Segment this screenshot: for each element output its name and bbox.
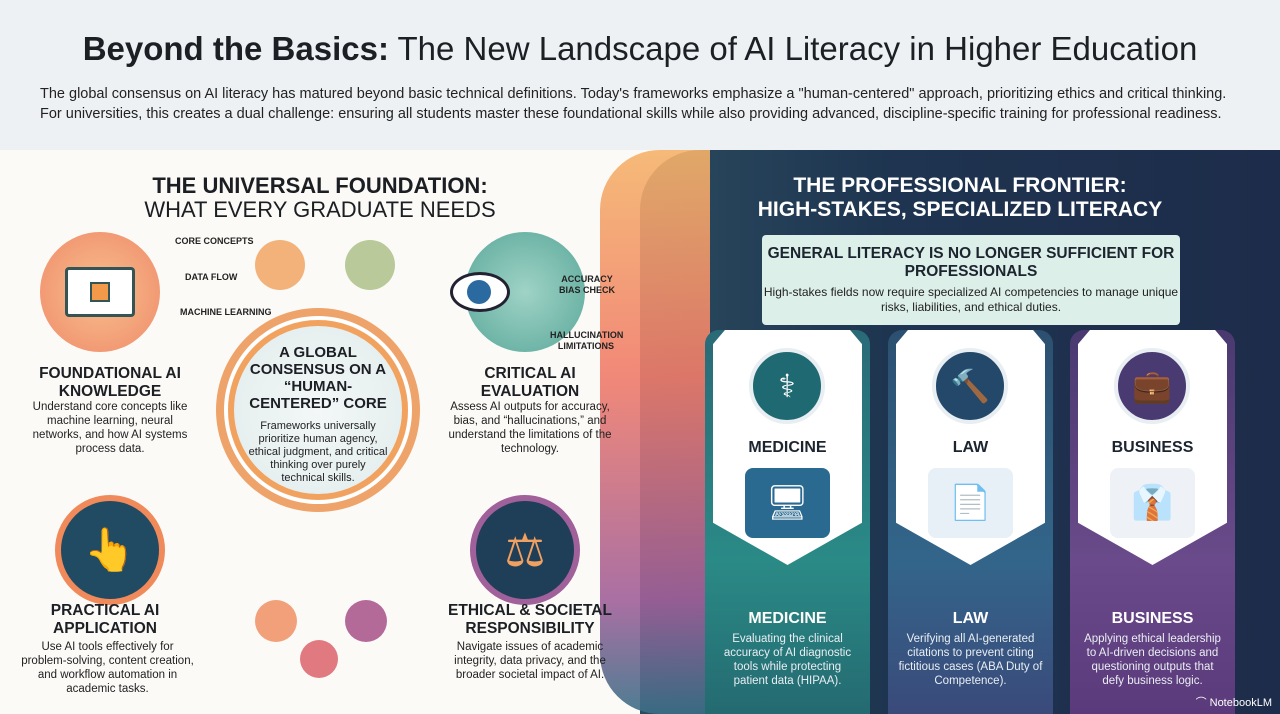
eye-icon <box>450 232 585 352</box>
callout-heading: GENERAL LITERACY IS NO LONGER SUFFICIENT… <box>767 245 1175 280</box>
card-title: MEDICINE <box>748 610 827 627</box>
card-title: BUSINESS <box>1111 610 1194 627</box>
card-text: Evaluating the clinical accuracy of AI d… <box>723 633 852 687</box>
card-label: MEDICINE <box>748 439 827 456</box>
node-title: ETHICAL & SOCIETAL RESPONSIBILITY <box>448 602 612 637</box>
ai-diagnostic-monitor-illustration: 🖥 <box>745 468 830 538</box>
node-text: Navigate issues of academic integrity, d… <box>454 641 606 681</box>
node-text: Use AI tools effectively for problem-sol… <box>21 641 194 695</box>
callout-text: High-stakes fields now require specializ… <box>763 285 1179 314</box>
branch-knob <box>255 600 297 642</box>
card-label: BUSINESS <box>1111 439 1194 456</box>
notebooklm-watermark: ⌒ NotebookLM <box>1195 697 1272 709</box>
book-chip-icon <box>40 232 160 352</box>
label-core-concepts: CORE CONCEPTS <box>175 236 254 246</box>
label-accuracy-bias-check: ACCURACY BIAS CHECK <box>558 274 615 295</box>
gavel-icon: 🔨 <box>932 348 1008 424</box>
node-text: Assess AI outputs for accuracy, bias, an… <box>448 401 612 455</box>
label-machine-learning: MACHINE LEARNING <box>180 307 272 317</box>
page-title: Beyond the Basics: The New Landscape of … <box>82 30 1198 67</box>
branch-knob <box>255 240 305 290</box>
header <box>0 0 1280 150</box>
label-data-flow: DATA FLOW <box>185 272 238 282</box>
caduceus-icon: ⚕ <box>749 348 825 424</box>
label-hallucination-limitations: HALLUCINATION LIMITATIONS <box>550 330 624 351</box>
node-title: FOUNDATIONAL AI KNOWLEDGE <box>39 365 181 400</box>
human-centered-core: A GLOBAL CONSENSUS ON A “HUMAN-CENTERED”… <box>228 320 408 500</box>
card-title: LAW <box>952 610 989 627</box>
card-medicine: ⚕ MEDICINE 🖥 MEDICINE Evaluating the cli… <box>705 330 870 714</box>
node-title: PRACTICAL AI APPLICATION <box>50 602 160 637</box>
scales-icon: ⚖ <box>470 495 580 605</box>
card-text: Verifying all AI-generated citations to … <box>898 633 1043 687</box>
card-law: 🔨 LAW 📄 LAW Verifying all AI-generated c… <box>888 330 1053 714</box>
foundation-title: THE UNIVERSAL FOUNDATION:WHAT EVERY GRAD… <box>144 173 496 222</box>
core-text: Frameworks universally prioritize human … <box>248 420 388 484</box>
branch-knob <box>345 240 395 290</box>
card-label: LAW <box>952 439 989 456</box>
core-title: A GLOBAL CONSENSUS ON A “HUMAN-CENTERED”… <box>249 344 387 412</box>
decorative-wave <box>600 150 710 714</box>
intro-text: The global consensus on AI literacy has … <box>40 86 1227 122</box>
card-business: 💼 BUSINESS 👔 BUSINESS Applying ethical l… <box>1070 330 1235 714</box>
sufficiency-callout: GENERAL LITERACY IS NO LONGER SUFFICIENT… <box>762 235 1180 325</box>
frontier-title: THE PROFESSIONAL FRONTIER:HIGH-STAKES, S… <box>757 174 1163 221</box>
notebooklm-logo-icon: ⌒ <box>1195 697 1210 709</box>
card-text: Applying ethical leadership to AI-driven… <box>1084 633 1221 687</box>
hand-click-icon: 👆 <box>55 495 165 605</box>
branch-knob <box>345 600 387 642</box>
briefcase-chart-icon: 💼 <box>1114 348 1190 424</box>
document-fingerprint-illustration: 📄 <box>928 468 1013 538</box>
businessman-globe-illustration: 👔 <box>1110 468 1195 538</box>
node-text: Understand core concepts like machine le… <box>32 401 188 455</box>
branch-knob <box>300 640 338 678</box>
node-title: CRITICAL AI EVALUATION <box>480 365 580 400</box>
